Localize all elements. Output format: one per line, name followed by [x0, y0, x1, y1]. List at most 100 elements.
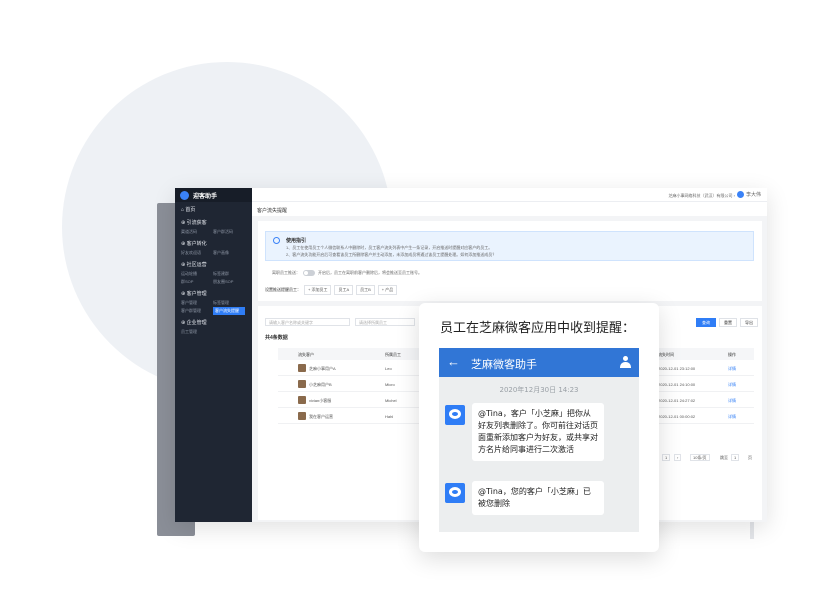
sidebar-item[interactable]: 朋友圈SOP — [213, 279, 234, 284]
toggle-row: 离职员工推送： 开启后，员工在离职前客户删除后，将会推送至员工账号。 — [272, 270, 422, 276]
sidebar-item[interactable]: 客户流失提醒 — [213, 307, 245, 315]
jump-label: 跳至 — [720, 455, 728, 460]
sidebar-item[interactable]: 员工管理 — [181, 329, 197, 334]
sidebar-group-label[interactable]: ⊕ 企业管理 — [181, 320, 207, 326]
phone-preview: ← 芝麻微客助手 2020年12月30日 14:23 @Tina，客户「小芝麻」… — [439, 348, 639, 532]
logo: 迎客助手 — [175, 188, 252, 202]
lost-time: 2020-12-01 24:27:02 — [658, 398, 696, 403]
customer-name: 我在客户运营 — [309, 414, 333, 419]
sidebar-item[interactable]: 标签建群 — [213, 271, 229, 276]
sidebar-subitems: 客户管理 标签管理客户群管理 客户流失提醒 — [181, 299, 246, 315]
phone-title: 芝麻微客助手 — [471, 358, 537, 371]
sidebar-item[interactable]: 渠道活码 — [181, 229, 197, 234]
lost-time: 2020-12-01 23:12:00 — [658, 366, 696, 371]
detail-link[interactable]: 详情 — [728, 398, 736, 403]
sidebar-item[interactable]: 群SOP — [181, 279, 194, 284]
customer-avatar — [298, 364, 306, 372]
usage-notice: 使用指引 1、员工在使用员工个人微信联系人中删除时，员工客户流失列表中产生一条记… — [265, 231, 754, 261]
lost-time: 2020-12-01 24:10:00 — [658, 382, 696, 387]
next-page-button[interactable]: › — [674, 454, 682, 461]
sidebar-item[interactable]: 客户群管理 — [181, 308, 201, 313]
phone-header: ← 芝麻微客助手 — [439, 348, 639, 377]
staff-name: Michel — [385, 398, 397, 403]
sidebar-group: ⊕ 客户管理客户管理 标签管理客户群管理 客户流失提醒 — [175, 286, 252, 315]
page-size-select[interactable]: 10条/页 — [690, 454, 710, 461]
sidebar-group: ⊕ 社区运营运动轮播 标签建群群SOP 朋友圈SOP — [175, 257, 252, 286]
sidebar-subitems: 渠道活码 客户群活码 — [181, 228, 246, 236]
query-button[interactable]: 查询 — [696, 318, 716, 327]
message-date: 2020年12月30日 14:23 — [499, 386, 579, 394]
bot-avatar-icon — [445, 405, 465, 425]
sidebar-item[interactable]: 客户管理 — [181, 300, 197, 305]
staff-tag[interactable]: + 产品 — [377, 285, 398, 295]
tag-row-label: 设置推送提醒员工： — [265, 287, 301, 292]
logo-icon — [180, 190, 189, 200]
customer-name: 芝麻小事用户A — [309, 366, 336, 371]
sidebar-group: ⌂ 首页 — [175, 202, 252, 215]
sidebar-item[interactable]: 标签管理 — [213, 300, 229, 305]
person-icon[interactable] — [620, 356, 631, 368]
message-bubble: @Tina，客户「小芝麻」把你从好友列表删除了。你可前往对话页面重新添加客户为好… — [472, 403, 604, 461]
back-arrow-icon[interactable]: ← — [447, 354, 460, 369]
toggle-label: 离职员工推送： — [272, 270, 300, 275]
sidebar-subitems: 好友欢迎语 客户画像 — [181, 249, 246, 257]
column-header: 操作 — [728, 352, 736, 357]
sidebar-group: ⊕ 企业管理员工管理 — [175, 315, 252, 336]
staff-name: Hahl — [385, 414, 394, 419]
jump-input[interactable]: 1 — [731, 454, 740, 461]
customer-avatar — [298, 380, 306, 388]
sidebar-group-label[interactable]: ⊕ 社区运营 — [181, 262, 207, 268]
customer-avatar — [298, 412, 306, 420]
sidebar-group: ⊕ 引流获客渠道活码 客户群活码 — [175, 215, 252, 236]
sidebar: 迎客助手 ⌂ 首页⊕ 引流获客渠道活码客户群活码⊕ 客户转化好友欢迎语客户画像⊕… — [175, 188, 252, 522]
customer-name: vivian小客服 — [309, 398, 332, 403]
detail-link[interactable]: 详情 — [728, 414, 736, 419]
column-header: 流失时间 — [658, 352, 674, 357]
sidebar-item[interactable]: 运动轮播 — [181, 271, 197, 276]
detail-link[interactable]: 详情 — [728, 366, 736, 371]
page-number[interactable]: 1 — [662, 454, 671, 461]
sidebar-item[interactable]: 客户画像 — [213, 250, 229, 255]
column-header: 流失客户 — [298, 352, 314, 357]
staff-tag[interactable]: + 添加员工 — [304, 285, 332, 295]
export-button[interactable]: 导出 — [740, 318, 758, 327]
customer-avatar — [298, 396, 306, 404]
column-header: 所属员工 — [385, 352, 401, 357]
jump-suffix: 页 — [748, 455, 752, 460]
breadcrumb: 客户流失提醒 — [252, 202, 767, 216]
detail-link[interactable]: 详情 — [728, 382, 736, 387]
toggle-hint: 开启后，员工在离职前客户删除后，将会推送至员工账号。 — [318, 270, 422, 275]
staff-tag[interactable]: 员工A — [334, 285, 354, 295]
sidebar-subitems: 运动轮播 标签建群群SOP 朋友圈SOP — [181, 270, 246, 286]
sidebar-subitems: 员工管理 — [181, 328, 246, 336]
sidebar-group-label[interactable]: ⊕ 客户管理 — [181, 291, 207, 297]
push-toggle[interactable] — [303, 270, 315, 276]
user-menu[interactable]: 李大伟 — [736, 191, 761, 198]
logo-text: 迎客助手 — [193, 193, 218, 200]
sidebar-item[interactable]: 客户群活码 — [213, 229, 233, 234]
message-bubble: @Tina，您的客户「小芝麻」已被您删除 — [472, 481, 604, 515]
bot-avatar-icon — [445, 483, 465, 503]
staff-name: Micro — [385, 382, 395, 387]
record-count: 共4条数据 — [265, 335, 288, 341]
sidebar-group-label[interactable]: ⌂ 首页 — [181, 207, 196, 213]
sidebar-group: ⊕ 客户转化好友欢迎语 客户画像 — [175, 236, 252, 257]
sidebar-group-label[interactable]: ⊕ 引流获客 — [181, 220, 207, 226]
card-title: 员工在芝麻微客应用中收到提醒： — [440, 321, 636, 336]
notice-line-1: 1、员工在使用员工个人微信联系人中删除时，员工客户流失列表中产生一条记录，开启推… — [286, 245, 493, 250]
staff-tag[interactable]: 员工B — [356, 285, 375, 295]
customer-search-input[interactable]: 请输入客户名称或关键字 — [265, 318, 350, 326]
sidebar-item[interactable]: 好友欢迎语 — [181, 250, 201, 255]
sidebar-group-label[interactable]: ⊕ 客户转化 — [181, 241, 207, 247]
staff-select[interactable]: 请选择所属员工 — [355, 318, 415, 326]
info-icon — [273, 237, 280, 244]
company-selector[interactable]: 芝麻小事网络科技（武汉）有限公司 › — [668, 193, 735, 198]
lost-time: 2020-12-01 00:00:02 — [658, 414, 696, 419]
reset-button[interactable]: 重置 — [719, 318, 737, 327]
reminder-card: 员工在芝麻微客应用中收到提醒： ← 芝麻微客助手 2020年12月30日 14:… — [419, 303, 659, 552]
customer-name: 小芝麻用户B — [309, 382, 332, 387]
topbar: 芝麻小事网络科技（武汉）有限公司 › 李大伟 — [252, 188, 767, 202]
user-name: 李大伟 — [745, 192, 761, 198]
notice-title: 使用指引 — [286, 238, 307, 244]
